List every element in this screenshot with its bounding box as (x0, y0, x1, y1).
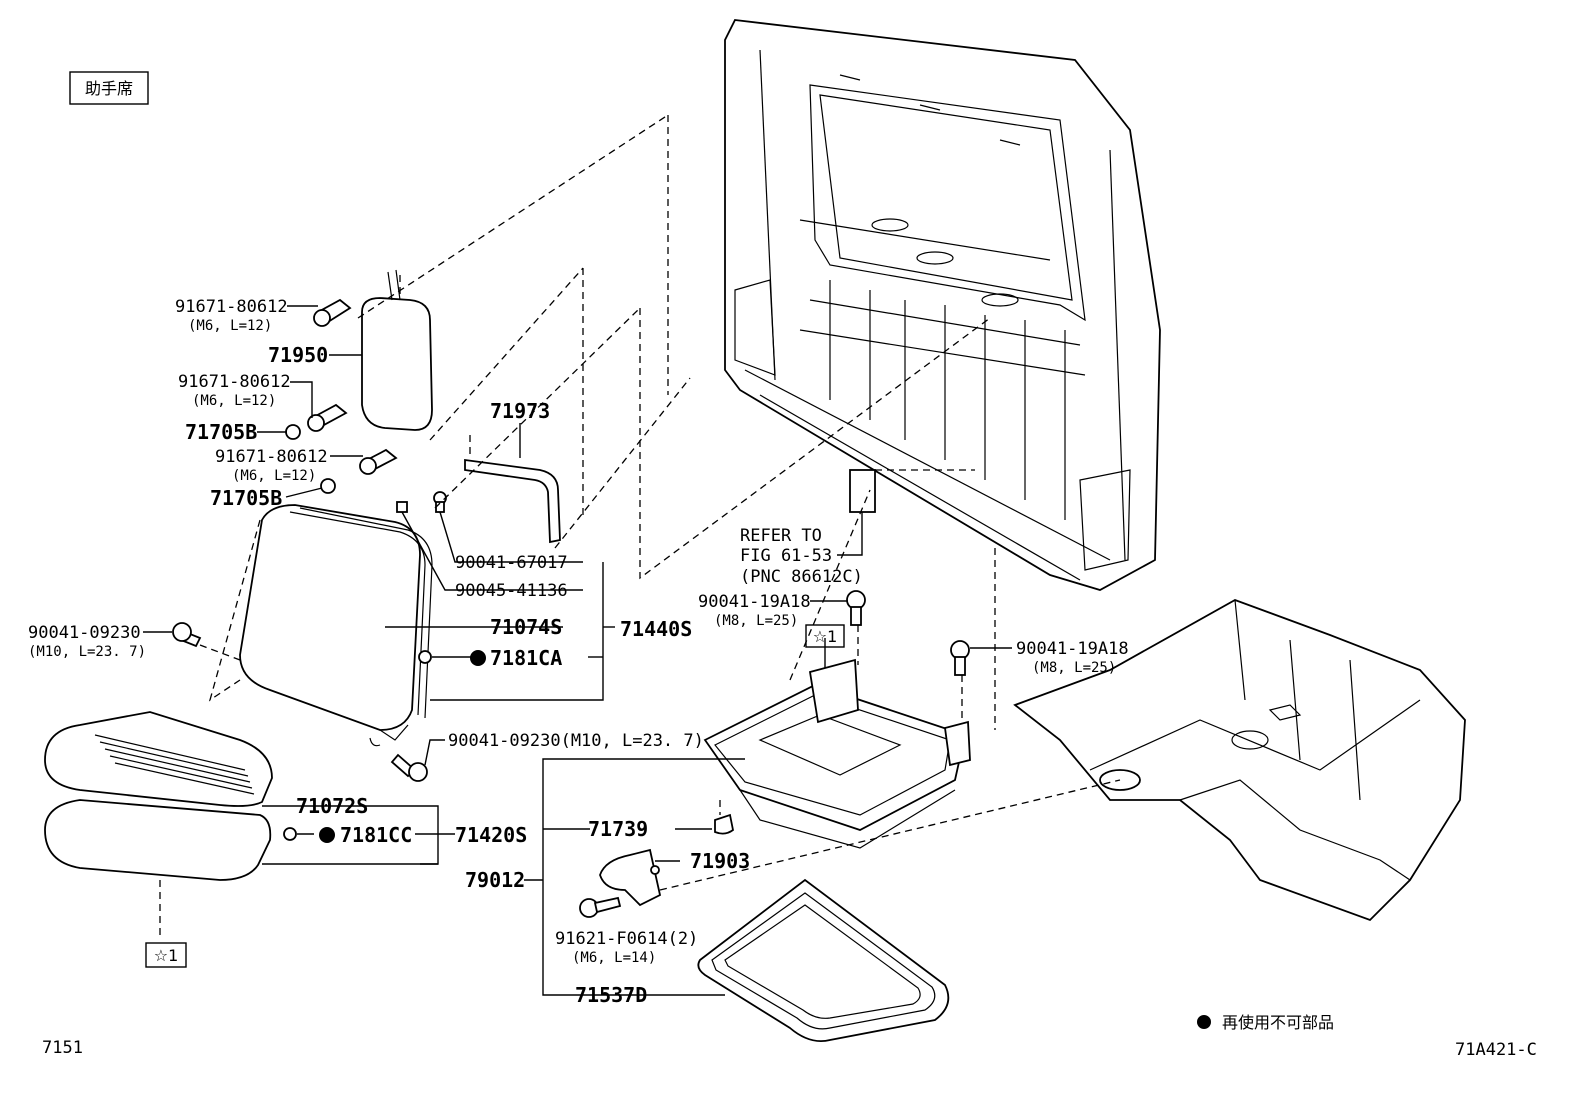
label-71420s: 71420S (455, 823, 527, 847)
label-7181cc: 7181CC (340, 823, 412, 847)
latch-71903 (599, 848, 662, 907)
seat-cushion (44, 711, 273, 881)
label-90041-19a18-a-spec: (M8, L=25) (714, 613, 798, 629)
label-7181ca: 7181CA (490, 646, 562, 670)
legend-note: 再使用不可部品 (1222, 1013, 1334, 1032)
seat-belt (464, 458, 561, 544)
grommet-7181ca (418, 650, 432, 664)
label-91621-spec: (M6, L=14) (572, 950, 656, 966)
grommet-7181cc (283, 827, 297, 841)
label-91671-b: 91671-80612 (178, 372, 291, 392)
ref-note-line1: REFER TO (740, 526, 822, 546)
label-71705b-a: 71705B (185, 420, 257, 444)
legend-dot (1197, 1015, 1211, 1029)
label-90045-41136: 90045-41136 (455, 581, 568, 601)
label-71074s: 71074S (490, 615, 562, 639)
seat-label-box: 助手席 (69, 71, 149, 105)
non-reusable-dot-cc (319, 827, 335, 843)
label-91621: 91621-F0614(2) (555, 929, 698, 949)
label-90041-19a18-a: 90041-19A18 (698, 592, 811, 612)
figure-number: 7151 (42, 1038, 83, 1058)
label-71973: 71973 (490, 399, 550, 423)
label-91671-c: 91671-80612 (215, 447, 328, 467)
label-90041-19a18-b: 90041-19A18 (1016, 639, 1129, 659)
label-90041-19a18-b-spec: (M8, L=25) (1032, 660, 1116, 676)
bolt-91621 (579, 896, 622, 918)
label-90041-09230-b: 90041-09230(M10, L=23. 7) (448, 731, 704, 751)
cap-71739 (714, 813, 734, 835)
label-71739: 71739 (588, 817, 648, 841)
floor-panel (1013, 599, 1466, 922)
seat-frame (703, 658, 971, 849)
label-91671-b-spec: (M6, L=12) (192, 393, 276, 409)
label-90041-67017: 90041-67017 (455, 553, 568, 573)
leader-lines (143, 305, 1012, 996)
headrest (361, 269, 433, 431)
label-90041-09230-a-spec: (M10, L=23. 7) (28, 644, 146, 660)
bolt-90041-19a18-b (950, 640, 970, 676)
label-91671-c-spec: (M6, L=12) (232, 468, 316, 484)
svg-text:☆1: ☆1 (813, 627, 838, 646)
seat-back (239, 504, 433, 747)
label-71903: 71903 (690, 849, 750, 873)
bolt-91671-c (359, 448, 398, 475)
cab-back-panel (724, 19, 1161, 591)
label-79012: 79012 (465, 868, 525, 892)
label-71950: 71950 (268, 343, 328, 367)
seat-label: 助手席 (85, 79, 133, 98)
bolt-90041-19a18-a (846, 590, 866, 626)
ref-note-line2: FIG 61-53 (740, 546, 832, 566)
ref-note-line3: (PNC 86612C) (740, 567, 863, 587)
label-71440s: 71440S (620, 617, 692, 641)
label-71072s: 71072S (296, 794, 368, 818)
washer-71705b-b (320, 478, 336, 494)
non-reusable-dot-ca (470, 650, 486, 666)
floor-mat (697, 878, 950, 1043)
bolt-91671-a (313, 298, 352, 327)
label-90041-09230-a: 90041-09230 (28, 623, 141, 643)
label-71705b-b: 71705B (210, 486, 282, 510)
ref-part-86612c (849, 469, 876, 513)
illustration-id: 71A421-C (1455, 1040, 1537, 1060)
clip-90041-67017 (433, 491, 447, 513)
label-91671-a: 91671-80612 (175, 297, 288, 317)
bolt-90041-09230-a (172, 622, 202, 648)
clip-90045-41136 (396, 501, 408, 513)
label-71537d: 71537D (575, 983, 647, 1007)
washer-71705b-a (285, 424, 301, 440)
label-91671-a-spec: (M6, L=12) (188, 318, 272, 334)
star-marker-cushion: ☆1 (145, 942, 187, 968)
bolt-90041-09230-b (390, 753, 428, 782)
svg-text:☆1: ☆1 (154, 946, 179, 965)
star-marker-frame: ☆1 (805, 624, 845, 648)
bolt-91671-b (307, 403, 348, 432)
assembly-lines (159, 114, 1121, 935)
